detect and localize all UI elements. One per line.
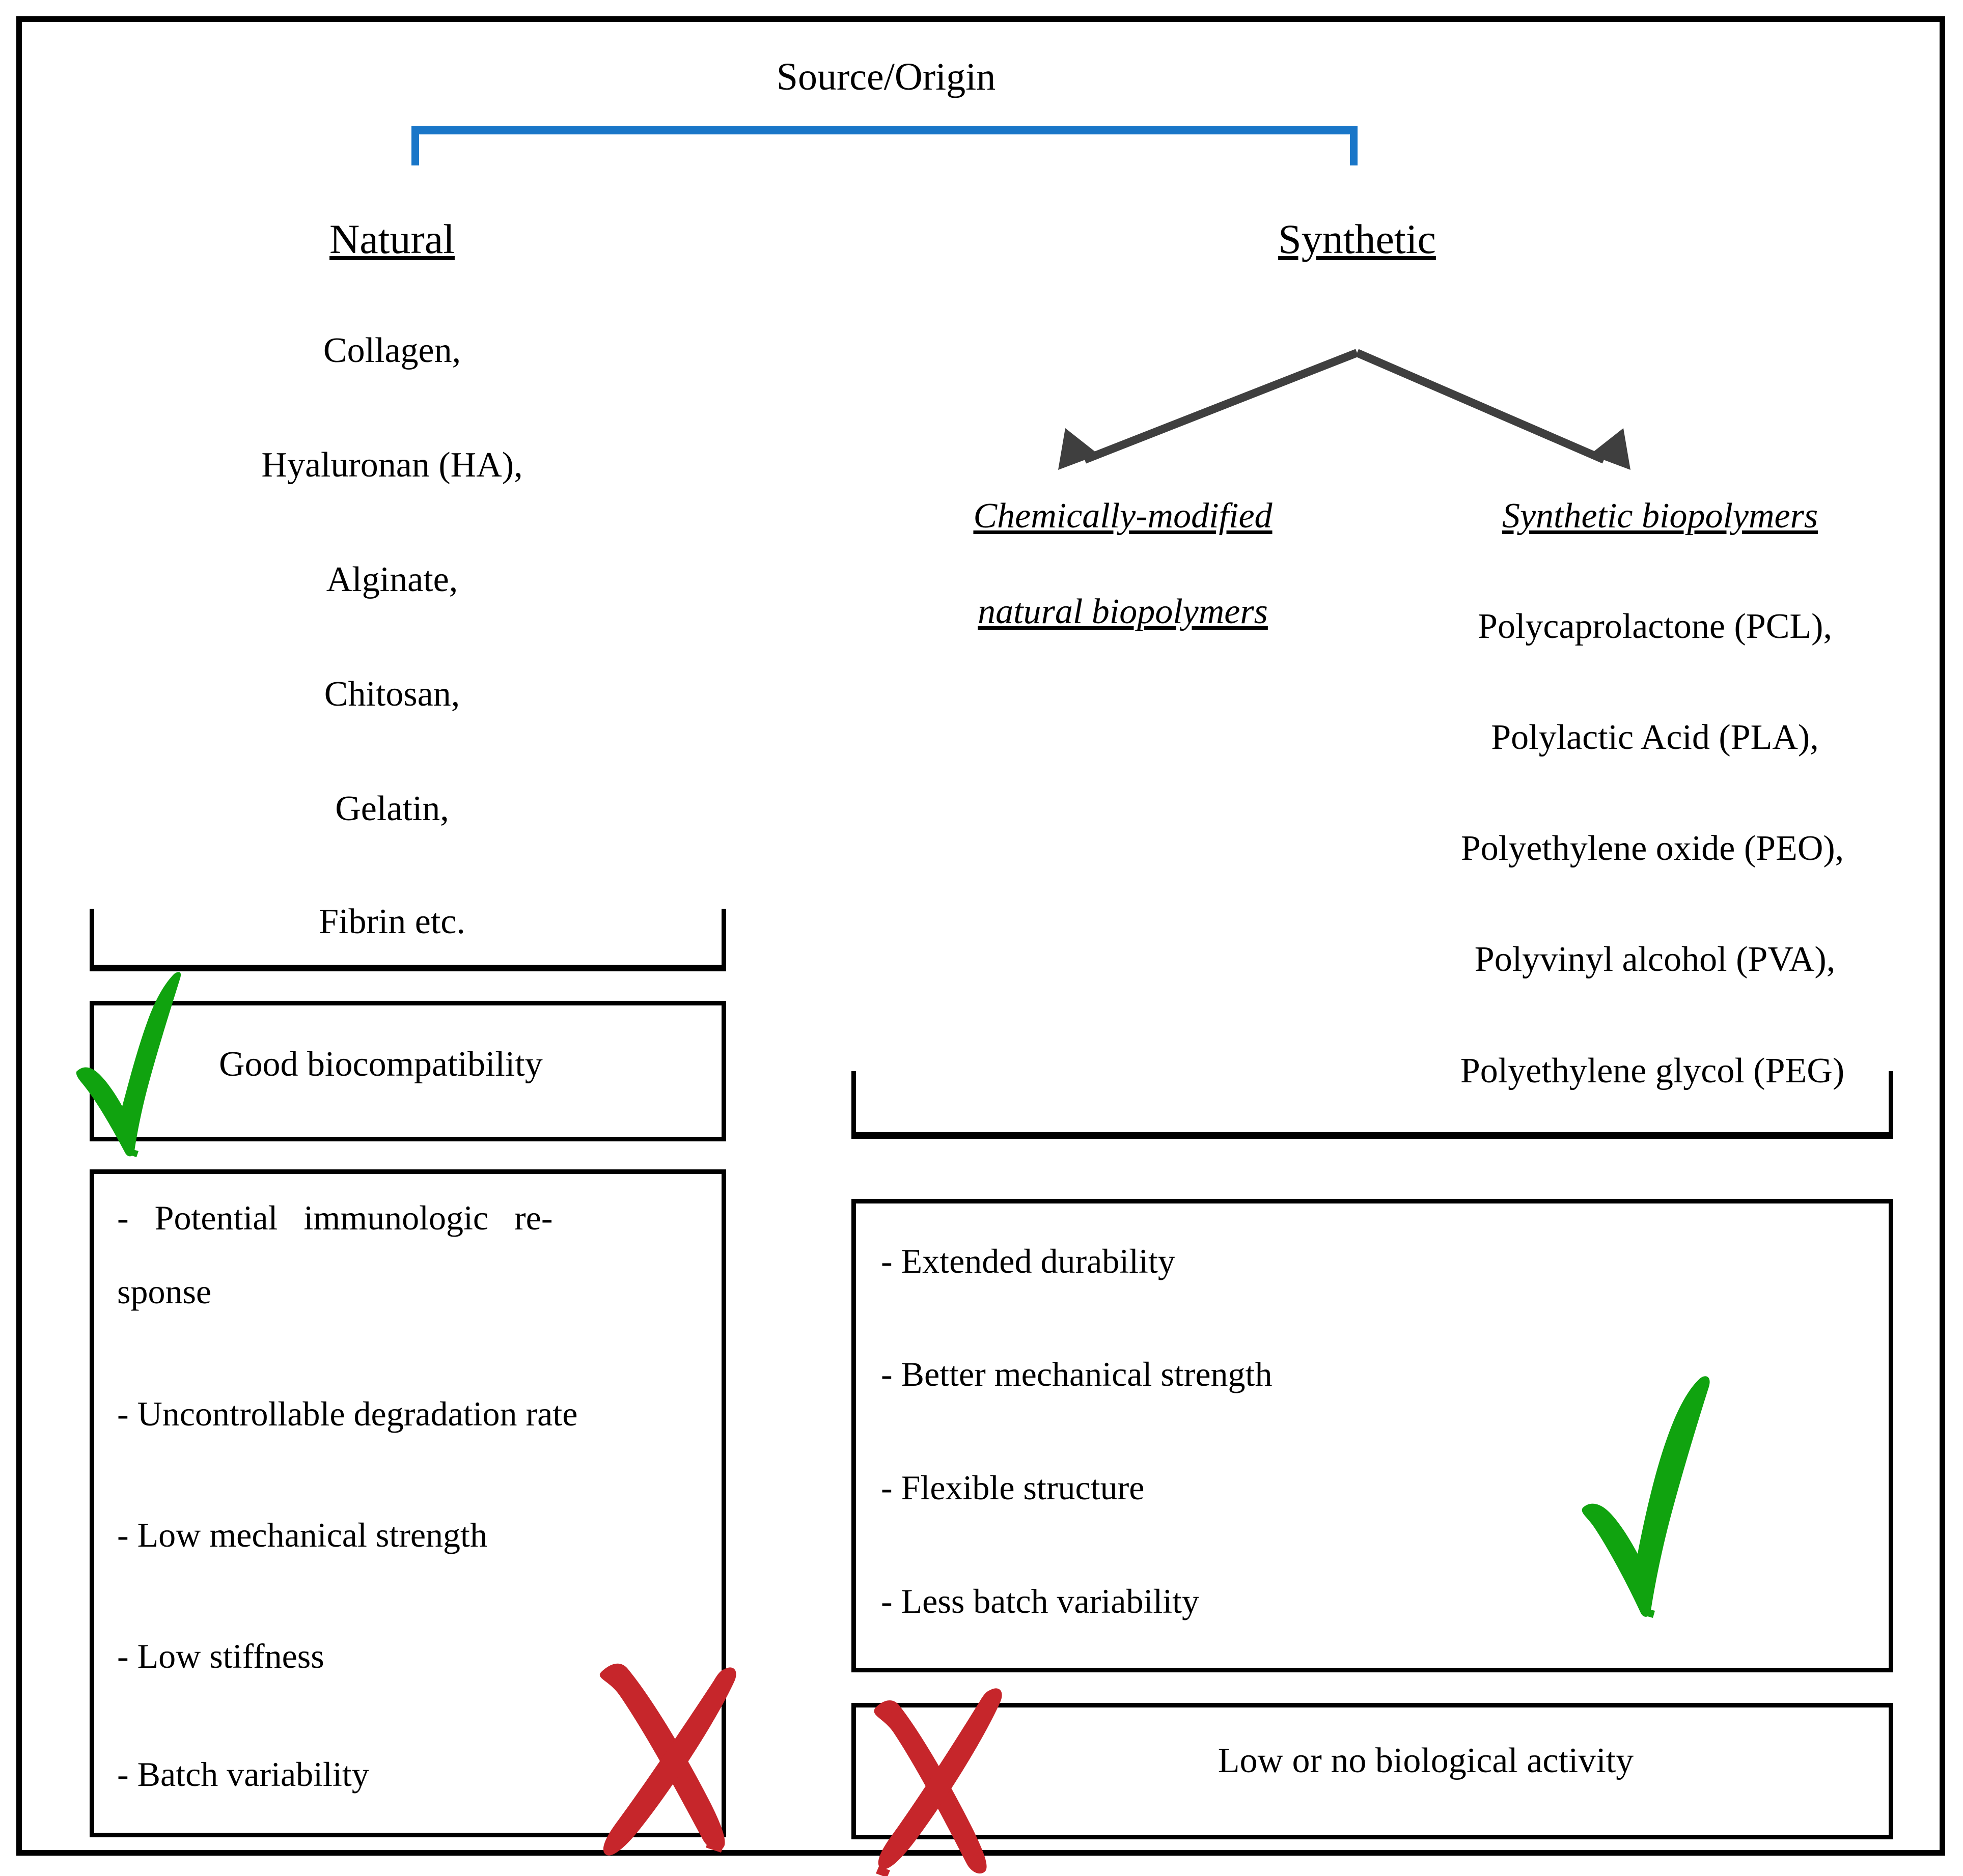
branch-heading-synthetic: Synthetic — [1278, 216, 1436, 262]
subbranch-heading-chemically-modified-line2: natural biopolymers — [978, 592, 1268, 631]
branch-heading-natural: Natural — [329, 216, 455, 262]
subbranch-heading-synthetic-biopolymers: Synthetic biopolymers — [1502, 496, 1818, 536]
synthetic-advantage-item-3: - Less batch variability — [881, 1582, 1200, 1620]
natural-material-5: Fibrin etc. — [319, 902, 465, 941]
synthetic-material-1: Polylactic Acid (PLA), — [1491, 718, 1819, 757]
synthetic-group-bracket — [851, 1071, 1893, 1139]
natural-drawback-item-0-cont: sponse — [117, 1272, 212, 1311]
synthetic-advantage-box — [851, 1199, 1893, 1672]
natural-drawback-item-0: - Potential immunologic re- — [117, 1198, 553, 1237]
natural-material-3: Chitosan, — [324, 675, 460, 714]
natural-drawback-item-1: - Uncontrollable degradation rate — [117, 1394, 578, 1433]
synthetic-drawback-label: Low or no biological activity — [1218, 1741, 1634, 1780]
natural-drawback-box — [90, 1169, 726, 1837]
natural-drawback-item-4: - Batch variability — [117, 1755, 369, 1794]
synthetic-advantage-item-2: - Flexible structure — [881, 1468, 1145, 1507]
synthetic-material-0: Polycaprolactone (PCL), — [1478, 607, 1832, 646]
subbranch-heading-chemically-modified-line1: Chemically-modified — [973, 496, 1273, 536]
natural-material-0: Collagen, — [323, 331, 461, 370]
natural-drawback-item-3: - Low stiffness — [117, 1637, 324, 1675]
source-origin-bracket — [411, 126, 1358, 165]
natural-material-4: Gelatin, — [335, 789, 449, 828]
root-label: Source/Origin — [776, 55, 996, 98]
synthetic-drawback-box — [851, 1703, 1893, 1839]
synthetic-material-2: Polyethylene oxide (PEO), — [1460, 829, 1844, 868]
natural-material-2: Alginate, — [326, 560, 458, 599]
synthetic-material-3: Polyvinyl alcohol (PVA), — [1474, 940, 1836, 979]
synthetic-material-4: Polyethylene glycol (PEG) — [1460, 1051, 1845, 1090]
natural-drawback-item-2: - Low mechanical strength — [117, 1516, 487, 1554]
synthetic-advantage-item-1: - Better mechanical strength — [881, 1355, 1273, 1393]
natural-material-1: Hyaluronan (HA), — [261, 445, 523, 485]
natural-group-bracket — [90, 909, 726, 971]
synthetic-advantage-item-0: - Extended durability — [881, 1242, 1175, 1280]
natural-advantage-label: Good biocompatibility — [219, 1045, 543, 1084]
